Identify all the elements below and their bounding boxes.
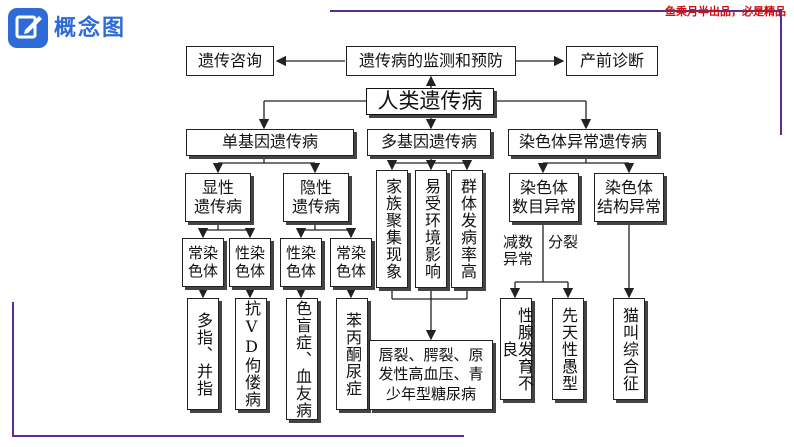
- example-down-syndrome-box: 先天性愚型: [552, 298, 584, 400]
- autosomal-recessive-box: 常染 色体: [330, 238, 372, 287]
- example-cri-du-chat-box: 猫叫综合征: [613, 298, 645, 400]
- trait-environment-box: 易受环境影响: [415, 170, 447, 288]
- trait-high-incidence-box: 群体发病率高: [451, 170, 483, 288]
- monitoring-prevention-box: 遗传病的监测和预防: [346, 46, 516, 76]
- autosomal-dominant-box: 常染 色体: [182, 238, 224, 287]
- chromosome-disease-box: 染色体异常遗传病: [508, 129, 658, 156]
- meiosis-abnormal-note: 减数 异常: [503, 233, 534, 269]
- prenatal-diagnosis-box: 产前诊断: [566, 46, 658, 76]
- example-vd-rickets-box: 抗VD佝偻病: [235, 298, 267, 410]
- frame-bottom-line: [12, 435, 464, 437]
- single-gene-disease-box: 单基因遗传病: [186, 129, 354, 156]
- multi-gene-examples-box: 唇裂、腭裂、原发性高血压、青少年型糖尿病: [369, 340, 493, 410]
- chromosome-number-box: 染色体 数目异常: [509, 173, 579, 222]
- chromosome-structure-box: 染色体 结构异常: [594, 173, 664, 222]
- human-genetic-disease-box: 人类遗传病: [366, 88, 494, 115]
- genetic-counseling-box: 遗传咨询: [186, 46, 274, 76]
- recessive-disease-box: 隐性 遗传病: [283, 173, 349, 222]
- example-pku-box: 苯丙酮尿症: [336, 298, 368, 410]
- example-colorblind-box: 色盲症、血友病: [286, 298, 318, 420]
- multi-gene-disease-box: 多基因遗传病: [367, 129, 491, 156]
- example-gonadal-dysgenesis-box: 性腺发育不良: [499, 298, 534, 400]
- division-note: 分裂: [548, 233, 579, 251]
- edit-icon: [8, 8, 48, 48]
- xlinked-dominant-box: 性染 色体: [229, 238, 271, 287]
- trait-family-aggregation-box: 家族聚集现象: [376, 170, 408, 288]
- frame-left-line: [12, 302, 14, 437]
- watermark-text: 鱼乘月半出品，必是精品: [665, 5, 786, 18]
- example-polydactyly-box: 多指、并指: [187, 298, 219, 410]
- page-title: 概念图: [54, 16, 127, 41]
- frame-top-line: [330, 10, 782, 12]
- frame-right-line: [780, 10, 782, 135]
- dominant-disease-box: 显性 遗传病: [185, 173, 251, 222]
- xlinked-recessive-box: 性染 色体: [280, 238, 322, 287]
